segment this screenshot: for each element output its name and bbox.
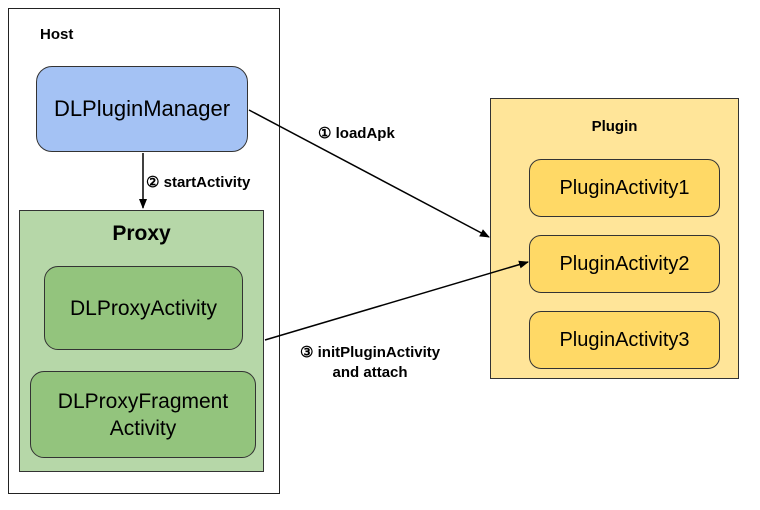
start-activity-label: ② startActivity [146,174,251,191]
dl-proxy-activity-node: DLProxyActivity [44,266,243,350]
load-apk-label: ① loadApk [318,125,395,142]
plugin-label: Plugin [591,118,638,135]
plugin-activity-3-label: PluginActivity3 [559,328,690,351]
init-plugin-activity-arrow [264,260,529,341]
dl-plugin-manager-node: DLPluginManager [36,66,248,152]
dl-proxy-fragment-activity-node: DLProxyFragment Activity [30,371,256,458]
plugin-activity-3-node: PluginActivity3 [529,311,720,369]
plugin-activity-1-label: PluginActivity1 [559,176,690,199]
plugin-activity-1-node: PluginActivity1 [529,159,720,217]
dl-proxy-activity-label: DLProxyActivity [69,296,218,320]
dl-plugin-manager-label: DLPluginManager [53,96,231,121]
load-apk-arrow [248,109,490,238]
init-plugin-activity-label: ③ initPluginActivity and attach [300,343,440,383]
plugin-activity-2-node: PluginActivity2 [529,235,720,293]
init-plugin-activity-label-line1: ③ initPluginActivity [300,344,441,361]
host-label: Host [40,26,74,43]
init-plugin-activity-label-line2: and attach [332,364,408,381]
plugin-activity-2-label: PluginActivity2 [559,252,690,275]
dl-proxy-fragment-label-line1: DLProxyFragment [57,389,229,413]
proxy-title: Proxy [112,222,171,245]
dl-proxy-fragment-label-line2: Activity [109,416,177,440]
